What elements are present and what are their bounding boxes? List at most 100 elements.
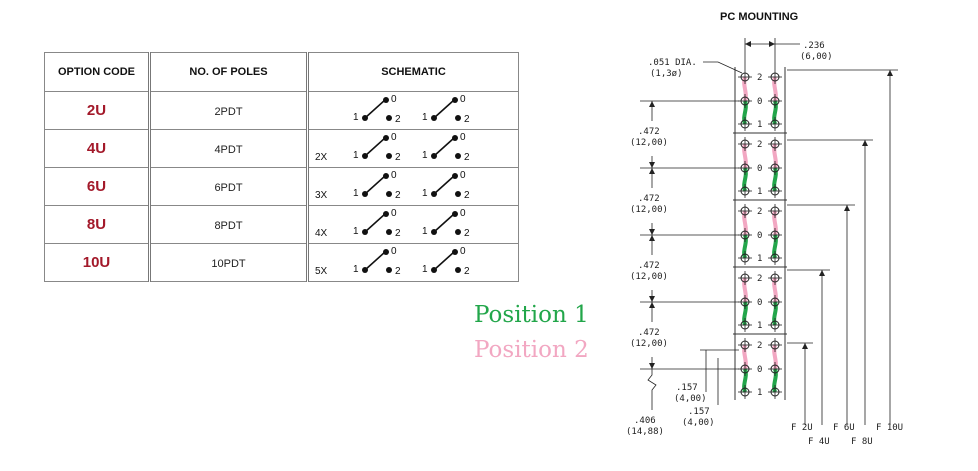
pitch-dimension: .472(12,00) bbox=[630, 167, 739, 235]
position-1-link bbox=[772, 167, 778, 192]
position-1-link bbox=[742, 301, 748, 326]
terminal-2 bbox=[386, 152, 392, 159]
position-2-link bbox=[772, 143, 778, 169]
pin-label: 1 bbox=[757, 187, 762, 197]
width-in: .236 bbox=[803, 41, 825, 51]
label-bottom: 2 bbox=[395, 114, 401, 125]
pitch-dimension: .472(12,00) bbox=[630, 301, 739, 369]
option-code: 2U bbox=[86, 101, 107, 119]
switch-blade bbox=[433, 98, 455, 119]
pin-label: 1 bbox=[757, 321, 762, 331]
terminal-0 bbox=[452, 96, 458, 103]
label-top: 0 bbox=[391, 94, 397, 105]
label-bottom: 2 bbox=[464, 152, 470, 163]
label-bottom: 2 bbox=[395, 152, 401, 163]
f-label: F 10U bbox=[876, 423, 903, 433]
label-top: 0 bbox=[391, 132, 397, 143]
switch-blade bbox=[433, 174, 455, 195]
label-top: 0 bbox=[391, 170, 397, 181]
f-dimension: F 10U bbox=[787, 69, 903, 433]
terminal-2 bbox=[386, 266, 392, 273]
switch-symbol-b: 102 bbox=[422, 132, 470, 163]
option-code-cell: 2U bbox=[44, 91, 151, 130]
pitch-in: .472 bbox=[638, 127, 660, 137]
position-2-link bbox=[742, 76, 748, 102]
f-dimension: F 2U bbox=[787, 342, 813, 433]
pitch-dimension: .472(12,00) bbox=[630, 100, 739, 168]
option-code: 6U bbox=[86, 177, 107, 195]
option-code-cell: 6U bbox=[44, 167, 151, 206]
position-1-link bbox=[742, 234, 748, 259]
position-1-link bbox=[772, 234, 778, 259]
switch-blade bbox=[364, 174, 386, 195]
offset-2-mm: (4,00) bbox=[682, 418, 715, 428]
pin-label: 0 bbox=[757, 365, 762, 375]
pin-label: 2 bbox=[757, 274, 762, 284]
no-of-poles: 4PDT bbox=[214, 143, 243, 156]
switch-symbol-a: 102 bbox=[353, 208, 401, 239]
position-2-link bbox=[742, 143, 748, 169]
switch-symbol-a: 102 bbox=[353, 246, 401, 277]
terminal-2 bbox=[386, 190, 392, 197]
poles-cell: 2PDT bbox=[149, 91, 309, 130]
terminal-0 bbox=[452, 134, 458, 141]
position-1-link bbox=[772, 100, 778, 125]
switch-blade bbox=[364, 98, 386, 119]
pin-label: 2 bbox=[757, 73, 762, 83]
label-common: 1 bbox=[353, 150, 359, 161]
pitch-mm: (12,00) bbox=[630, 138, 668, 148]
pin-label: 1 bbox=[757, 388, 762, 398]
switch-blade bbox=[433, 136, 455, 157]
pitch-dimension: .472(12,00) bbox=[630, 234, 739, 302]
label-top: 0 bbox=[391, 208, 397, 219]
pole-block: 201 bbox=[733, 132, 787, 198]
label-common: 1 bbox=[353, 112, 359, 123]
multiplier-label: 3X bbox=[315, 190, 328, 201]
label-top: 0 bbox=[460, 132, 466, 143]
position-2-link bbox=[772, 344, 778, 370]
label-common: 1 bbox=[422, 112, 428, 123]
pitch-in: .472 bbox=[638, 194, 660, 204]
multiplier-label: 5X bbox=[315, 266, 328, 277]
pin-label: 1 bbox=[757, 254, 762, 264]
option-code: 10U bbox=[82, 253, 111, 271]
option-code-cell: 4U bbox=[44, 129, 151, 168]
position-2-link bbox=[772, 76, 778, 102]
switch-symbol-b: 102 bbox=[422, 94, 470, 125]
pole-block: 201 bbox=[738, 70, 782, 131]
position-1-link bbox=[772, 301, 778, 326]
terminal-0 bbox=[383, 172, 389, 179]
terminal-2 bbox=[455, 114, 461, 121]
option-code: 4U bbox=[86, 139, 107, 157]
label-common: 1 bbox=[422, 226, 428, 237]
pin-label: 2 bbox=[757, 140, 762, 150]
pitch-mm: (12,00) bbox=[630, 272, 668, 282]
pin-label: 1 bbox=[757, 120, 762, 130]
legend-position-2: Position 2 bbox=[474, 337, 589, 363]
no-of-poles: 2PDT bbox=[214, 105, 243, 118]
offset-2-in: .157 bbox=[688, 407, 710, 417]
label-bottom: 2 bbox=[464, 266, 470, 277]
pin-label: 2 bbox=[757, 341, 762, 351]
overall-in: .406 bbox=[634, 416, 656, 426]
terminal-0 bbox=[452, 248, 458, 255]
pin-label: 0 bbox=[757, 231, 762, 241]
pole-block: 2 0 1 bbox=[733, 333, 787, 399]
poles-cell: 8PDT bbox=[149, 205, 309, 244]
switch-symbol-a: 102 bbox=[353, 170, 401, 201]
pole-block: 201 bbox=[733, 266, 787, 332]
label-bottom: 2 bbox=[464, 114, 470, 125]
position-1-link bbox=[742, 368, 748, 393]
terminal-2 bbox=[455, 152, 461, 159]
f-arrow bbox=[819, 270, 825, 276]
terminal-0 bbox=[452, 210, 458, 217]
